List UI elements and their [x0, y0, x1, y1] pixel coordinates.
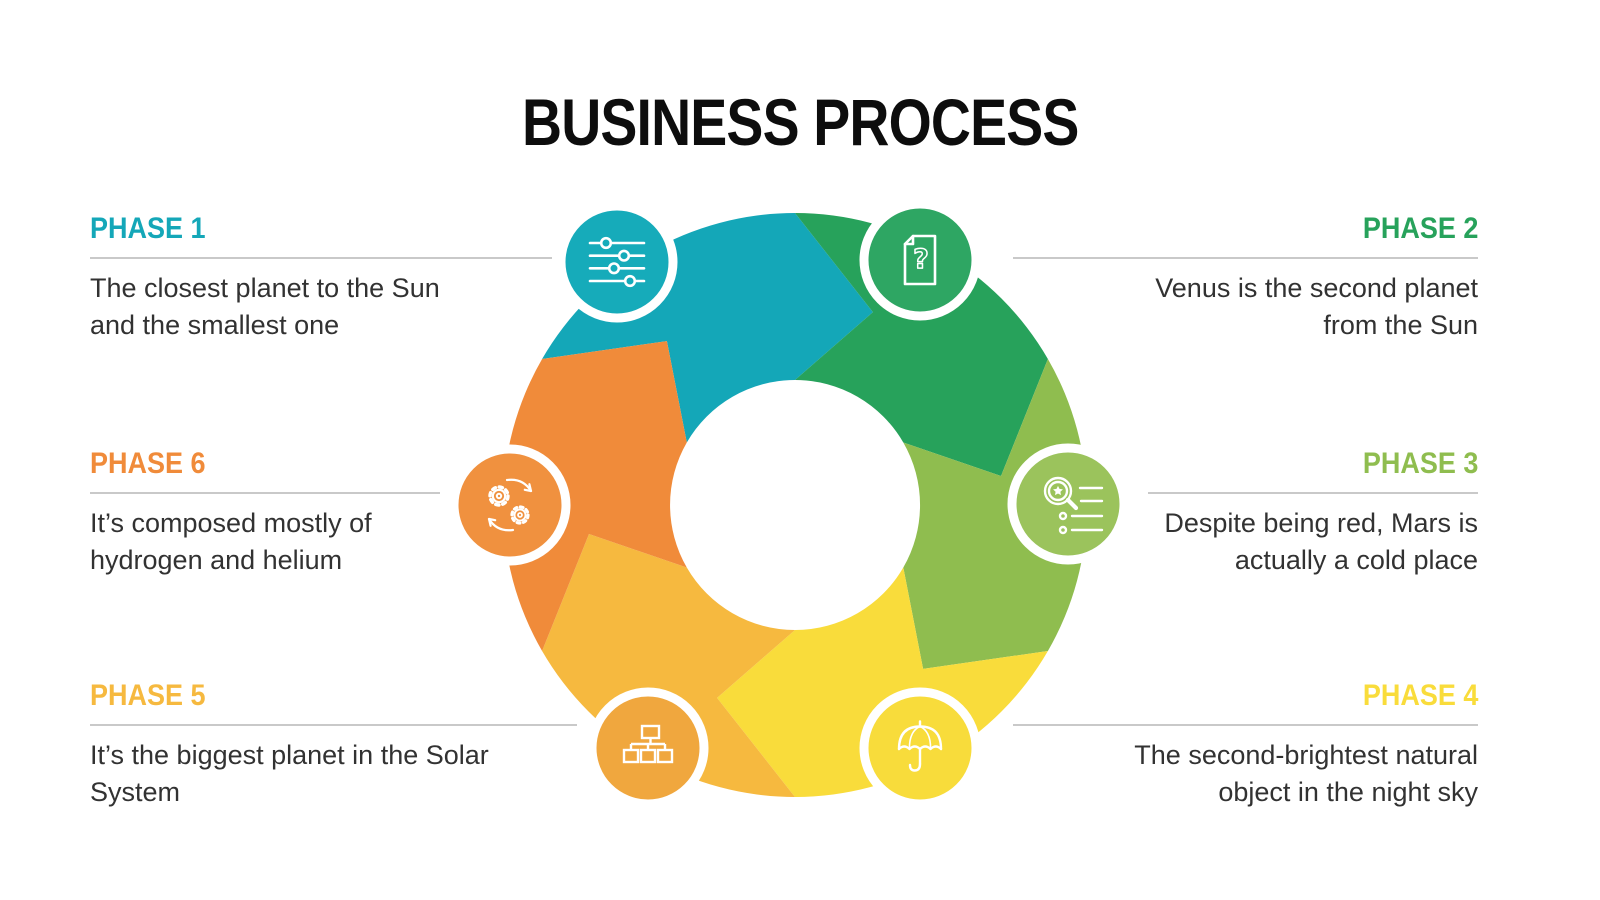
document-question-icon: ?: [903, 234, 937, 286]
search-list-icon: [1043, 476, 1104, 535]
phase-6-description: It’s composed mostly of hydrogen and hel…: [90, 508, 372, 575]
org-chart-icon: [622, 724, 674, 764]
phase-4-label: PHASE 4: [1362, 679, 1478, 712]
ring-segment-phase-3: [903, 359, 1088, 669]
phase-6-label: PHASE 6: [90, 447, 206, 480]
ring-segment-phase-2: [795, 213, 1048, 476]
ring-segment-phase-5: [542, 534, 795, 797]
svg-text:?: ?: [913, 244, 929, 275]
phase-4-divider: [1013, 724, 1478, 726]
phase-6-divider: [90, 492, 440, 494]
phase-5-section: PHASE 5 It’s the biggest planet in the S…: [90, 678, 580, 811]
phase-5-divider: [90, 724, 577, 726]
phase-2-label: PHASE 2: [1362, 212, 1478, 245]
phase-2-section: PHASE 2 Venus is the second planet from …: [1013, 211, 1478, 344]
phase-5-label: PHASE 5: [90, 679, 206, 712]
phase-1-label: PHASE 1: [90, 212, 206, 245]
phase-2-badge: [859, 199, 981, 321]
phase-1-description: The closest planet to the Sun and the sm…: [90, 273, 440, 340]
phase-3-section: PHASE 3 Despite being red, Mars is actua…: [1148, 446, 1478, 579]
phase-2-description: Venus is the second planet from the Sun: [1155, 273, 1478, 340]
title-wrap: BUSINESS PROCESS: [0, 84, 1600, 160]
sliders-icon: [588, 236, 646, 288]
phase-4-description: The second-brightest natural object in t…: [1134, 740, 1478, 807]
ring-segment-phase-6: [502, 341, 687, 651]
umbrella-icon: [897, 720, 943, 772]
phase-3-label: PHASE 3: [1362, 447, 1478, 480]
page-title: BUSINESS PROCESS: [521, 85, 1079, 159]
phase-6-badge: [449, 444, 571, 566]
phase-1-section: PHASE 1 The closest planet to the Sun an…: [90, 211, 555, 344]
phase-4-section: PHASE 4 The second-brightest natural obj…: [1013, 678, 1478, 811]
phase-6-section: PHASE 6 It’s composed mostly of hydrogen…: [90, 446, 440, 579]
phase-5-description: It’s the biggest planet in the Solar Sys…: [90, 740, 489, 807]
phase-2-divider: [1013, 257, 1478, 259]
phase-3-description: Despite being red, Mars is actually a co…: [1164, 508, 1478, 575]
phase-3-badge: [1007, 443, 1129, 565]
phase-1-divider: [90, 257, 552, 259]
phase-1-badge: [556, 201, 678, 323]
gears-sync-icon: [487, 478, 533, 532]
phase-3-divider: [1148, 492, 1478, 494]
